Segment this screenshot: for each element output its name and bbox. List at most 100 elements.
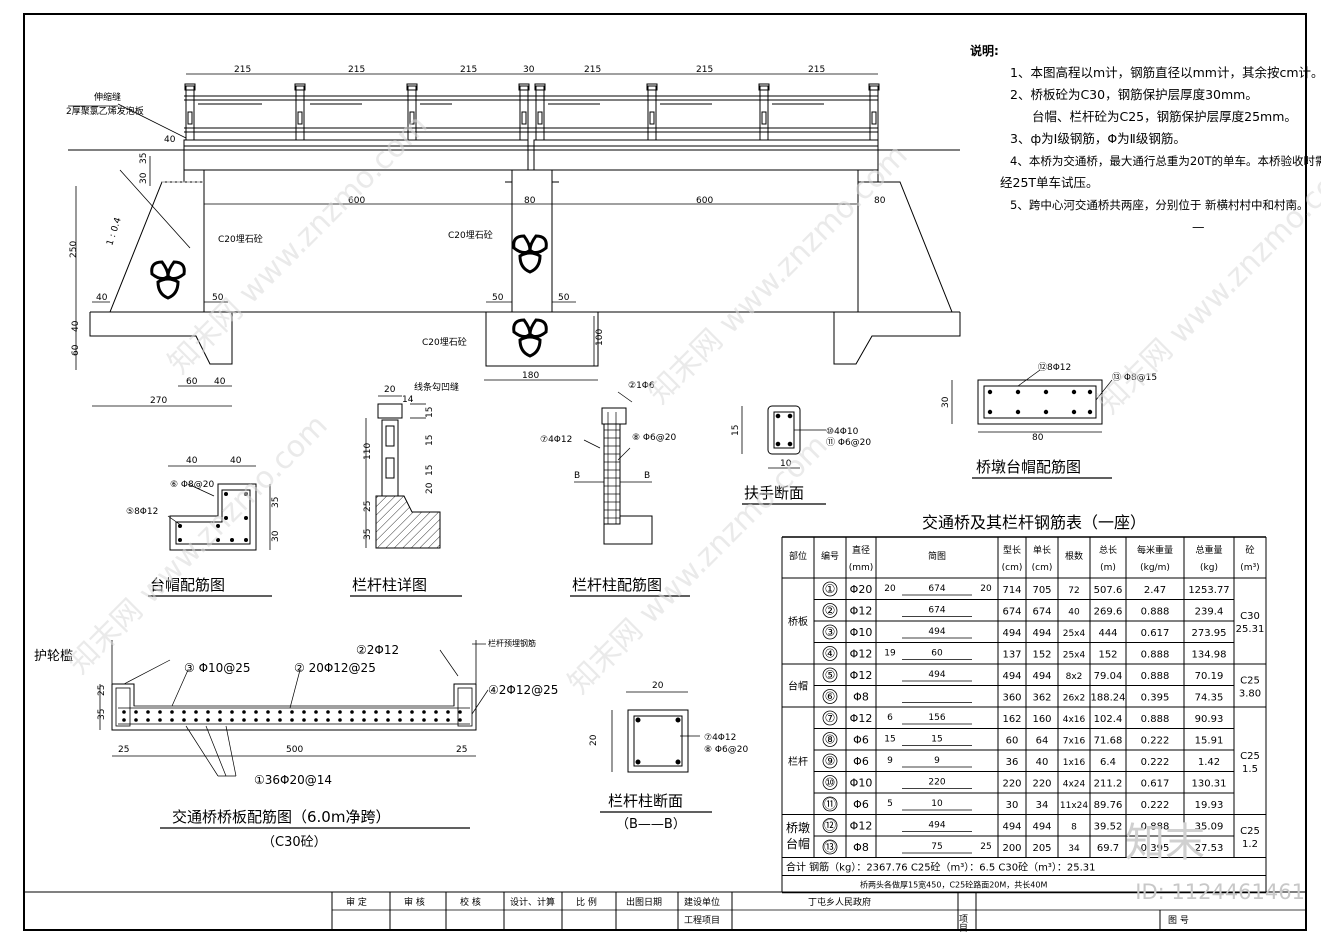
post-section bbox=[611, 691, 700, 773]
table-cell-count: 1x16 bbox=[1063, 758, 1086, 768]
table-cell-dia: Φ8 bbox=[853, 841, 869, 854]
table-cell-unit-wt: 0.222 bbox=[1141, 800, 1170, 811]
post-cap bbox=[406, 83, 418, 91]
rebar-dot bbox=[194, 718, 198, 722]
table-cell-sketch: 10 bbox=[931, 799, 943, 809]
post-dim-20: 20 bbox=[384, 385, 396, 395]
table-cell-type-len: 200 bbox=[1002, 843, 1021, 854]
rebar-dot bbox=[290, 710, 294, 714]
table-cell-total-len: 69.7 bbox=[1097, 843, 1119, 854]
table-cell-count: 25x4 bbox=[1063, 629, 1086, 639]
rebar-dot bbox=[374, 718, 378, 722]
rebar-dot bbox=[1015, 389, 1021, 395]
post-dim-15b: 15 bbox=[425, 435, 435, 446]
deck-curb: 护轮槛 bbox=[34, 649, 73, 664]
post-groove bbox=[521, 111, 527, 125]
pier-width: 80 bbox=[524, 196, 536, 206]
deck-rebar-section bbox=[99, 640, 489, 777]
rebar-dot bbox=[218, 710, 222, 714]
table-cell-count: 40 bbox=[1068, 608, 1080, 618]
rebar-dot bbox=[122, 718, 126, 722]
rebar-dot bbox=[206, 710, 210, 714]
post-dim-20b: 20 bbox=[425, 482, 435, 494]
rebar-table: 部位编号直径(mm)简图型长(cm)单长(cm)根数总长(m)每米重量(kg/m… bbox=[781, 536, 1267, 894]
tb-design: 设计、计算 bbox=[510, 896, 555, 908]
pier-footing bbox=[485, 312, 599, 367]
post-rebar-b1: B bbox=[574, 471, 580, 481]
table-cell-sketch: 494 bbox=[928, 670, 945, 680]
table-cell-total-wt: 70.19 bbox=[1195, 671, 1224, 682]
rebar-dot bbox=[230, 710, 234, 714]
rebar-dot bbox=[170, 710, 174, 714]
section-dim-20b: 20 bbox=[589, 734, 599, 746]
table-cell-total-len: 211.2 bbox=[1094, 779, 1123, 790]
table-cell-unit-wt: 2.47 bbox=[1144, 585, 1166, 596]
table-header: 每米重量 bbox=[1137, 544, 1173, 556]
table-header: 根数 bbox=[1065, 550, 1083, 562]
table-cell-type-len: 30 bbox=[1006, 800, 1019, 811]
post-dim-15a: 15 bbox=[425, 407, 435, 418]
table-cell-count: 11x24 bbox=[1060, 801, 1089, 811]
cap-rebar-b: ⑬ Φ8@15 bbox=[1112, 372, 1157, 383]
dim-50-c: 50 bbox=[558, 293, 570, 303]
table-cell-type-len: 36 bbox=[1006, 757, 1019, 768]
post-groove bbox=[761, 111, 767, 125]
table-cell-type-len: 162 bbox=[1002, 714, 1021, 725]
handrail-dim-15: 15 bbox=[731, 425, 741, 436]
table-cell-total-len: 6.4 bbox=[1100, 757, 1116, 768]
post-cap bbox=[868, 83, 880, 91]
table-cell-total-wt: 1253.77 bbox=[1188, 585, 1229, 596]
post-joint: 线条勾凹缝 bbox=[414, 381, 459, 393]
table-cell-type-len: 494 bbox=[1002, 822, 1021, 833]
table-cell-unit-len: 220 bbox=[1032, 779, 1051, 790]
rebar-dot bbox=[254, 718, 258, 722]
table-cell-part: 台帽 bbox=[788, 680, 808, 693]
rebar-dot bbox=[446, 710, 450, 714]
deck-dim-25a: 25 bbox=[97, 685, 107, 696]
post-dim-15c: 15 bbox=[425, 465, 435, 476]
note-3: 台帽、栏杆砼为C25，钢筋保护层厚度25mm。 bbox=[1032, 109, 1297, 124]
table-cell-no: ⑧ bbox=[825, 733, 836, 747]
table-cell-type-len: 494 bbox=[1002, 628, 1021, 639]
table-header: (m) bbox=[1100, 563, 1116, 573]
table-cell-no: ② bbox=[825, 604, 836, 618]
rubble-symbol bbox=[512, 318, 548, 358]
table-header: (m³) bbox=[1240, 563, 1259, 573]
railing-post-detail bbox=[365, 395, 441, 549]
deck-dim-35: 35 bbox=[97, 709, 107, 720]
table-cell-total-wt: 1.42 bbox=[1198, 757, 1220, 768]
table-cell-unit-wt: 0.395 bbox=[1141, 843, 1170, 854]
rebar-dot bbox=[178, 538, 182, 542]
rebar-dot bbox=[362, 710, 366, 714]
rebar-dot bbox=[1087, 389, 1093, 395]
rebar-dot bbox=[987, 409, 993, 415]
table-cell-unit-wt: 0.888 bbox=[1141, 607, 1170, 618]
rebar-dot bbox=[266, 710, 270, 714]
table-cell-dia: Φ6 bbox=[853, 734, 869, 747]
table-cell-count: 26x2 bbox=[1063, 694, 1086, 704]
rebar-dot bbox=[1043, 389, 1049, 395]
dim-50-b: 50 bbox=[492, 293, 504, 303]
table-cell-unit-len: 494 bbox=[1032, 671, 1051, 682]
note-2: 2、桥板砼为C30，钢筋保护层厚度30mm。 bbox=[1010, 87, 1258, 102]
dim-40-bottom: 40 bbox=[214, 377, 226, 387]
table-cell-unit-wt: 0.888 bbox=[1141, 650, 1170, 661]
table-cell-count: 25x4 bbox=[1063, 651, 1086, 661]
table-cell-dia: Φ6 bbox=[853, 755, 869, 768]
table-cell-sketch: 156 bbox=[928, 713, 945, 723]
table-cell-total-wt: 130.31 bbox=[1192, 779, 1227, 790]
top-dim-2: 215 bbox=[348, 65, 365, 75]
rebar-dot bbox=[1015, 409, 1021, 415]
table-cell-no: ③ bbox=[825, 625, 836, 639]
rebar-dot bbox=[410, 718, 414, 722]
rebar-dot bbox=[386, 710, 390, 714]
table-header: (cm) bbox=[1002, 563, 1023, 573]
table-cell-sketch: 674 bbox=[928, 606, 945, 616]
post-cap bbox=[758, 83, 770, 91]
post-groove bbox=[871, 111, 877, 125]
table-cell-sketch: 60 bbox=[931, 649, 943, 659]
rebar-dot bbox=[218, 718, 222, 722]
note-1: 1、本图高程以m计，钢筋直径以mm计，其余按cm计。 bbox=[1010, 65, 1321, 80]
rebar-dot bbox=[326, 710, 330, 714]
table-cell-conc: 1.5 bbox=[1242, 764, 1258, 775]
